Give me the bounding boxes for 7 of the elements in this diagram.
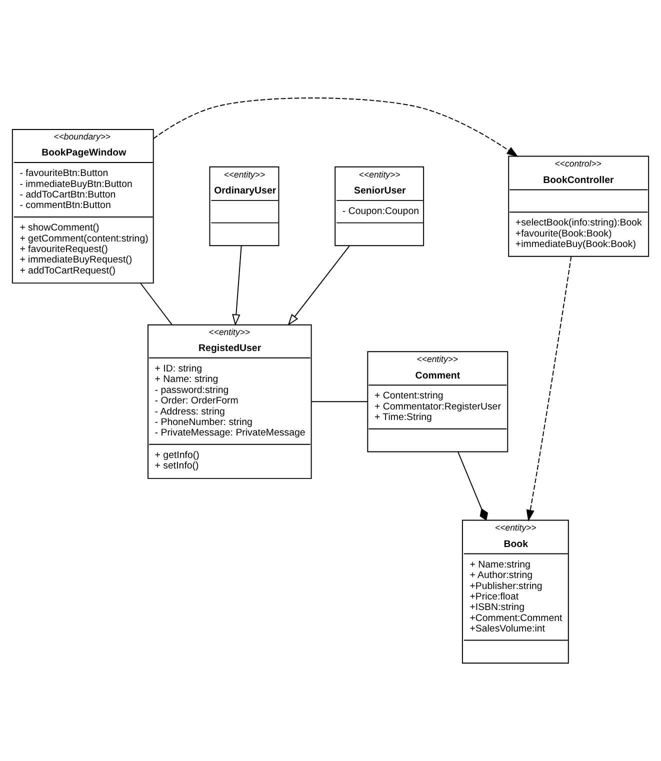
- connector: [458, 451, 488, 521]
- arrow: [152, 98, 518, 157]
- arrow: [232, 245, 242, 326]
- arrow: [526, 256, 572, 522]
- arrow: [288, 245, 350, 326]
- connector: [140, 282, 172, 326]
- connector: [310, 401, 368, 402]
